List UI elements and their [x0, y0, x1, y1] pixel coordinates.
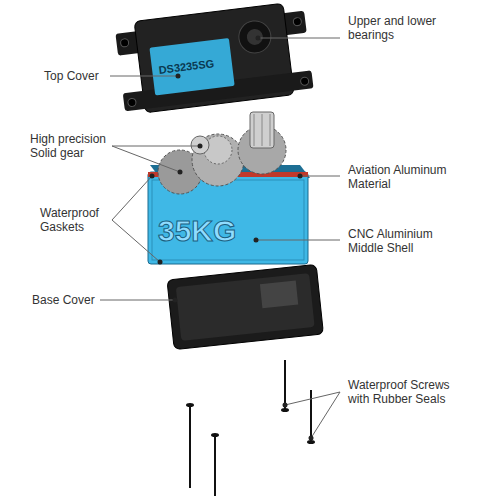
spline: [262, 114, 263, 146]
screw: [214, 435, 216, 496]
top-cover: [114, 1, 314, 115]
leader-dot: [178, 170, 183, 175]
leader-line: [100, 300, 175, 301]
leader-line: [285, 392, 340, 405]
leader-line: [112, 146, 180, 172]
leader-dot: [198, 144, 203, 149]
leader-line: [112, 220, 160, 262]
part-label: Waterproof Gaskets: [40, 206, 112, 234]
part-label: CNC Aluminium Middle Shell: [348, 227, 458, 255]
base-cover-seal: [260, 281, 298, 309]
leader-dot: [298, 174, 303, 179]
base-cover: [167, 264, 323, 349]
leader-line: [258, 38, 340, 39]
gear: [204, 136, 232, 164]
screw-head: [211, 433, 219, 437]
spline: [270, 114, 271, 146]
output-shaft: [250, 112, 274, 148]
bearing-hole: [246, 28, 264, 46]
leader-line: [311, 392, 340, 438]
leader-line: [112, 146, 200, 147]
leader-dot: [158, 260, 163, 265]
part-label: Upper and lower bearings: [348, 14, 458, 42]
leader-dot: [150, 174, 155, 179]
leader-line: [256, 240, 340, 241]
gear-train: [158, 112, 286, 194]
screw-head: [186, 403, 194, 407]
leader-dot: [254, 238, 259, 243]
part-label: Aviation Aluminum Material: [348, 163, 468, 191]
screw: [189, 405, 191, 488]
spline: [254, 114, 255, 146]
screw-head: [307, 440, 315, 444]
leader-dot: [173, 298, 178, 303]
part-label: Base Cover: [32, 293, 112, 307]
screws: [190, 360, 311, 496]
base-cover-inside: [176, 273, 315, 341]
mount-hole: [127, 98, 136, 107]
gear: [191, 136, 209, 154]
leader-line: [110, 76, 178, 77]
part-label: High precision Solid gear: [30, 132, 120, 160]
leader-dot: [283, 403, 288, 408]
mount-hole: [293, 17, 302, 26]
screw-head: [281, 408, 289, 412]
screw: [310, 390, 312, 442]
mount-hole: [120, 38, 129, 47]
mount-hole: [300, 77, 309, 86]
leader-line: [112, 176, 152, 220]
leader-dot: [309, 436, 314, 441]
leader-dot: [256, 36, 261, 41]
base-cover-body: [167, 264, 323, 349]
bearing-hub: [237, 19, 273, 55]
part-label: Top Cover: [44, 69, 124, 83]
leader-line: [300, 176, 340, 177]
capacity-text: 35KG: [158, 214, 236, 248]
part-label: Waterproof Screws with Rubber Seals: [348, 378, 473, 406]
leader-dot: [176, 74, 181, 79]
top-cover-label: [149, 38, 234, 95]
gear: [192, 134, 244, 186]
